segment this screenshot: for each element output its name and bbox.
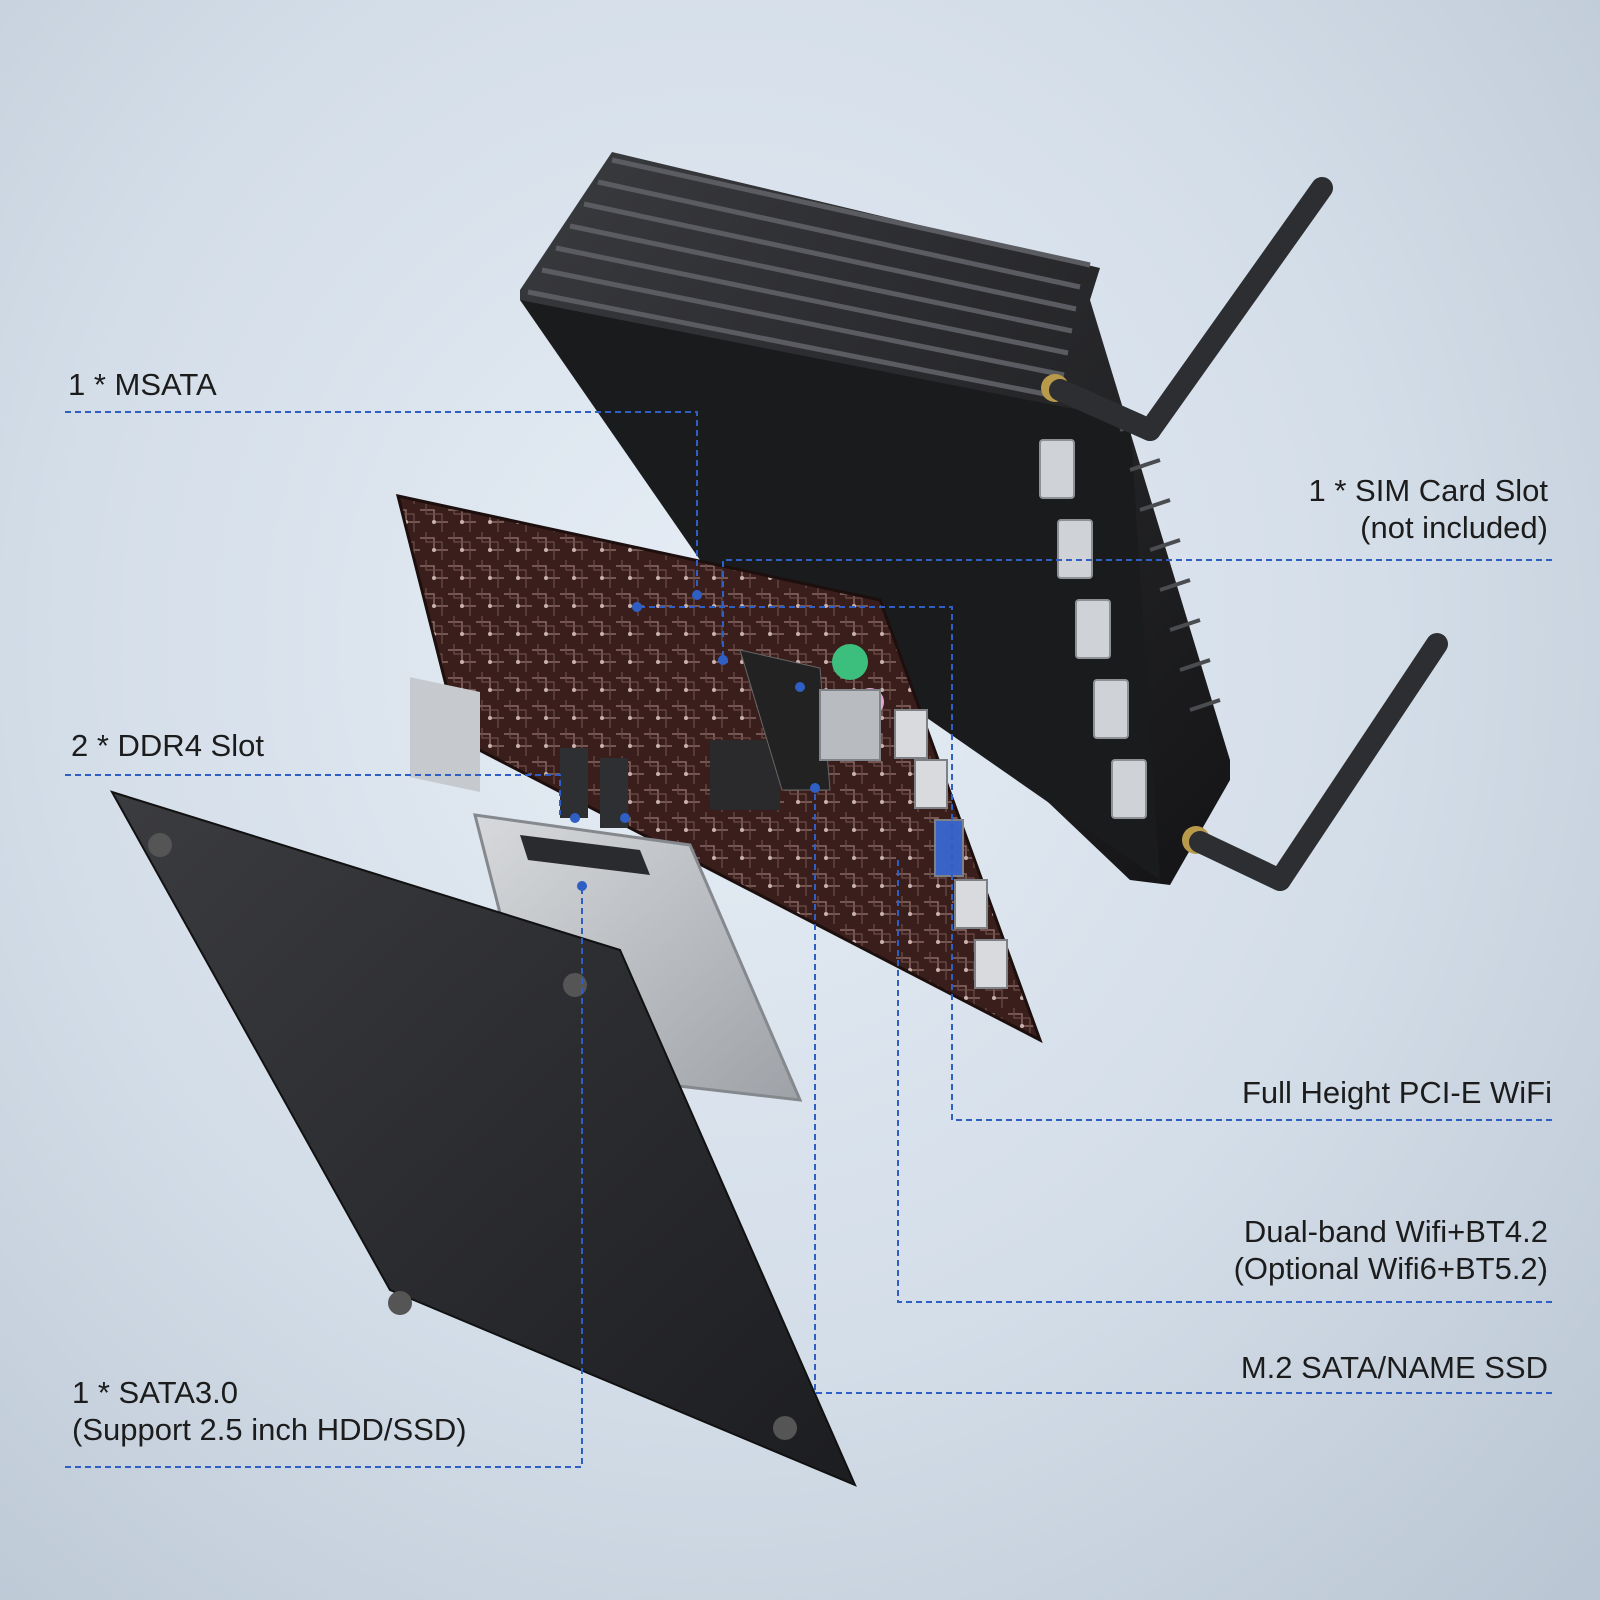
leader-m2 bbox=[814, 788, 1552, 1394]
callout-wifi-bt-line2: (Optional Wifi6+BT5.2) bbox=[1233, 1251, 1548, 1286]
callout-ddr4: 2 * DDR4 Slot bbox=[71, 727, 264, 764]
callout-pcie-wifi-text: Full Height PCI-E WiFi bbox=[1241, 1075, 1552, 1110]
wifi-antenna-icon bbox=[1182, 633, 1448, 891]
callout-wifi-bt-line1: Dual-band Wifi+BT4.2 bbox=[1243, 1214, 1548, 1249]
callout-sata: 1 * SATA3.0 (Support 2.5 inch HDD/SSD) bbox=[72, 1374, 467, 1448]
callout-sata-line1: 1 * SATA3.0 bbox=[72, 1375, 238, 1410]
leader-sim bbox=[722, 559, 1552, 660]
callout-sata-line2: (Support 2.5 inch HDD/SSD) bbox=[72, 1412, 467, 1447]
callout-pcie-wifi: Full Height PCI-E WiFi bbox=[1242, 1074, 1552, 1111]
callout-msata-text: 1 * MSATA bbox=[68, 367, 217, 402]
chassis bbox=[520, 152, 1230, 885]
wifi-antenna-icon bbox=[1041, 177, 1333, 441]
rj45-port-icon bbox=[1039, 439, 1147, 819]
callout-sim-line1: 1 * SIM Card Slot bbox=[1308, 473, 1548, 508]
leader-ddr4 bbox=[65, 774, 561, 815]
callout-sim-line2: (not included) bbox=[1360, 510, 1548, 545]
leader-msata bbox=[65, 411, 698, 593]
callout-sim-card: 1 * SIM Card Slot (not included) bbox=[1309, 472, 1548, 546]
motherboard bbox=[395, 494, 1043, 1044]
leader-wifi-bt bbox=[897, 860, 1552, 1303]
callout-msata: 1 * MSATA bbox=[68, 366, 217, 403]
heatsink-fins bbox=[527, 157, 1091, 400]
callout-m2-ssd-text: M.2 SATA/NAME SSD bbox=[1240, 1350, 1548, 1385]
leader-sata bbox=[65, 886, 583, 1468]
leader-pcie-wifi bbox=[637, 606, 1552, 1121]
leader-dots bbox=[570, 590, 820, 891]
callout-wifi-bt: Dual-band Wifi+BT4.2 (Optional Wifi6+BT5… bbox=[1234, 1213, 1548, 1287]
callout-ddr4-text: 2 * DDR4 Slot bbox=[71, 728, 264, 763]
callout-m2-ssd: M.2 SATA/NAME SSD bbox=[1241, 1349, 1548, 1386]
leader-lines bbox=[65, 411, 1552, 1468]
